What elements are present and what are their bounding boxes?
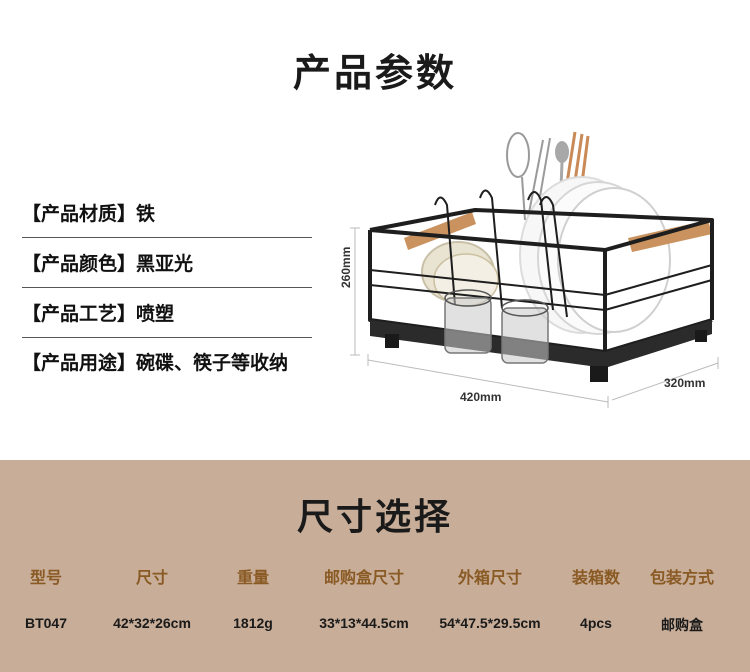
dimension-width: 420mm <box>460 390 502 404</box>
size-selection-section: 尺寸选择 型号 尺寸 重量 邮购盒尺寸 外箱尺寸 装箱数 包装方式 BT047 … <box>0 460 750 672</box>
table-cell-size: 42*32*26cm <box>113 615 191 631</box>
table-header-carton-quantity: 装箱数 <box>571 570 620 587</box>
spec-value: 黑亚光 <box>136 253 194 275</box>
spec-row-color: 【产品颜色】 黑亚光 <box>22 237 312 288</box>
spec-key: 【产品材质】 <box>22 203 137 225</box>
table-cell-weight: 1812g <box>233 615 273 631</box>
spec-key: 【产品用途】 <box>22 352 137 374</box>
table-header-packaging: 包装方式 <box>649 570 714 587</box>
spec-row-material: 【产品材质】 铁 <box>22 187 312 238</box>
section-title: 尺寸选择 <box>296 496 453 537</box>
table-header-weight: 重量 <box>236 570 269 587</box>
product-parameters-section: 产品参数 【产品材质】 铁 【产品颜色】 黑亚光 【产品工艺】 喷塑 【产品用途… <box>22 53 719 408</box>
table-cell-carton-quantity: 4pcs <box>580 615 612 631</box>
table-header-model: 型号 <box>29 570 62 587</box>
table-cell-carton-size: 54*47.5*29.5cm <box>439 615 541 631</box>
table-cell-mailer-box-size: 33*13*44.5cm <box>319 615 409 631</box>
spec-row-process: 【产品工艺】 喷塑 <box>22 287 312 338</box>
spec-key: 【产品工艺】 <box>22 303 137 325</box>
dish-rack-image <box>350 131 719 408</box>
table-cell-packaging: 邮购盒 <box>661 617 703 633</box>
spec-row-usage: 【产品用途】 碗碟、筷子等收纳 <box>22 336 312 386</box>
table-header-mailer-box-size: 邮购盒尺寸 <box>323 570 404 587</box>
spec-key: 【产品颜色】 <box>22 253 137 275</box>
table-header-carton-size: 外箱尺寸 <box>457 570 522 587</box>
table-cell-model: BT047 <box>24 615 68 631</box>
spec-value: 铁 <box>136 203 156 225</box>
spec-value: 碗碟、筷子等收纳 <box>136 352 289 374</box>
table-header-size: 尺寸 <box>135 570 168 587</box>
spec-value: 喷塑 <box>136 303 175 325</box>
dimension-depth: 320mm <box>664 376 706 390</box>
section-title: 产品参数 <box>292 53 457 95</box>
dimension-height: 260mm <box>339 246 353 288</box>
